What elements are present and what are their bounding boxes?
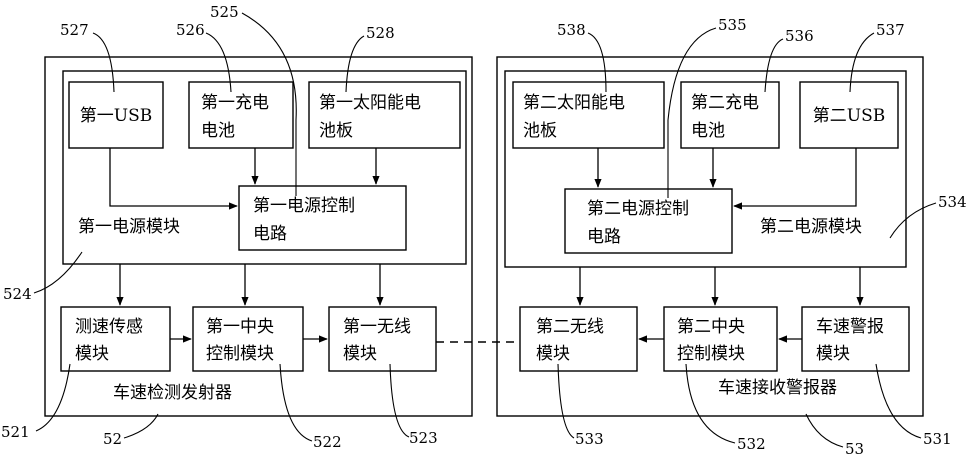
first-battery-block: 第一充电 电池	[189, 82, 293, 148]
speed-sensor-label-1: 测速传感	[75, 317, 143, 337]
first-cpu-label-1: 第一中央	[206, 317, 274, 337]
leader-523	[390, 364, 409, 437]
first-cpu-block: 第一中央 控制模块	[193, 307, 303, 371]
leader-522	[280, 364, 312, 441]
ref-523: 523	[409, 429, 438, 447]
receiver-caption: 车速接收警报器	[718, 378, 837, 398]
arrow-usb2-to-ctrl	[734, 148, 856, 206]
second-solar-label-2: 池板	[523, 121, 557, 141]
second-cpu-label-2: 控制模块	[677, 344, 745, 364]
ref-536: 536	[785, 27, 814, 45]
ref-53: 53	[845, 440, 864, 457]
leader-532	[686, 364, 735, 443]
first-wireless-block: 第一无线 模块	[329, 307, 436, 371]
second-power-control-label-2: 电路	[587, 227, 621, 247]
first-power-control-label-1: 第一电源控制	[253, 196, 355, 216]
first-solar-block: 第一太阳能电 池板	[309, 82, 460, 148]
ref-525: 525	[210, 3, 239, 21]
speed-alarm-label-1: 车速警报	[816, 317, 884, 337]
second-wireless-block: 第二无线 模块	[520, 307, 637, 371]
second-power-control-block: 第二电源控制 电路	[565, 189, 732, 253]
second-wireless-label-1: 第二无线	[536, 317, 604, 337]
second-power-control-label-1: 第二电源控制	[587, 199, 689, 219]
second-battery-block: 第二充电 电池	[681, 82, 779, 148]
first-cpu-label-2: 控制模块	[206, 344, 274, 364]
leader-521	[36, 364, 70, 431]
first-usb-block: 第一USB	[69, 82, 163, 148]
second-solar-label-1: 第二太阳能电	[523, 93, 625, 113]
second-solar-block: 第二太阳能电 池板	[513, 82, 664, 148]
second-power-module-label: 第二电源模块	[760, 217, 862, 237]
leader-53	[806, 414, 843, 447]
ref-522: 522	[313, 433, 342, 451]
second-cpu-block: 第二中央 控制模块	[664, 307, 777, 371]
leader-52	[124, 414, 158, 438]
ref-538: 538	[557, 21, 586, 39]
ref-527: 527	[60, 21, 89, 39]
transmitter-caption: 车速检测发射器	[113, 383, 232, 403]
ref-532: 532	[737, 435, 766, 453]
ref-521: 521	[1, 423, 30, 441]
leader-531	[876, 364, 921, 438]
ref-533: 533	[575, 430, 604, 448]
first-wireless-label-2: 模块	[343, 344, 377, 364]
ref-534: 534	[938, 193, 967, 211]
second-usb-block: 第二USB	[800, 82, 898, 148]
second-wireless-label-2: 模块	[536, 344, 570, 364]
first-usb-label: 第一USB	[80, 106, 152, 126]
ref-528: 528	[366, 24, 395, 42]
second-battery-label-1: 第二充电	[691, 93, 759, 113]
speed-alarm-block: 车速警报 模块	[802, 307, 909, 371]
second-usb-label: 第二USB	[813, 106, 885, 126]
leader-533	[558, 364, 574, 438]
first-battery-label-1: 第一充电	[201, 93, 269, 113]
first-power-control-block: 第一电源控制 电路	[239, 186, 406, 250]
speed-sensor-label-2: 模块	[75, 344, 109, 364]
leader-524	[34, 252, 82, 293]
arrow-usb-to-ctrl	[110, 148, 237, 206]
first-power-control-label-2: 电路	[253, 224, 287, 244]
ref-526: 526	[176, 21, 205, 39]
first-solar-label-2: 池板	[319, 121, 353, 141]
ref-537: 537	[876, 21, 905, 39]
first-wireless-label-1: 第一无线	[343, 317, 411, 337]
ref-535: 535	[718, 16, 747, 34]
first-power-module-label: 第一电源模块	[78, 217, 180, 237]
second-battery-label-2: 电池	[691, 121, 725, 141]
ref-52: 52	[103, 430, 122, 448]
ref-531: 531	[923, 430, 952, 448]
first-solar-label-1: 第一太阳能电	[319, 93, 421, 113]
speed-sensor-block: 测速传感 模块	[61, 307, 170, 371]
ref-524: 524	[3, 285, 32, 303]
first-battery-label-2: 电池	[201, 121, 235, 141]
leader-534	[890, 203, 936, 238]
speed-alarm-label-2: 模块	[816, 344, 850, 364]
second-cpu-label-1: 第二中央	[677, 317, 745, 337]
